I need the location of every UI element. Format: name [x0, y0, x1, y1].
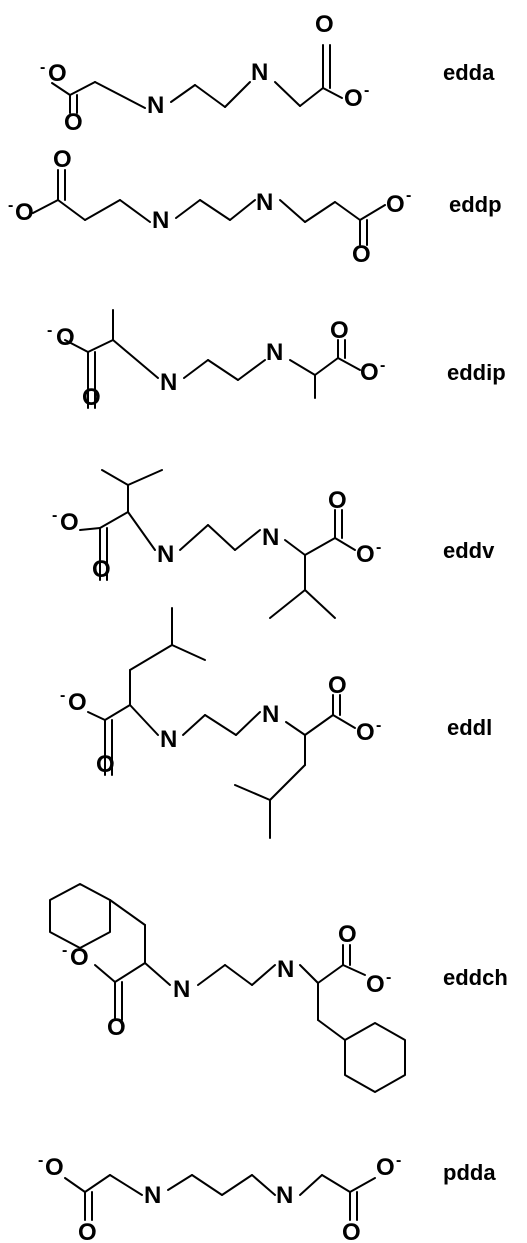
nitrogen-atom: N	[152, 207, 169, 234]
oxygen-atom: O	[366, 971, 385, 998]
oxygen-atom: O	[107, 1014, 126, 1041]
nitrogen-atom: N	[277, 956, 294, 983]
oxygen-atom: O	[53, 146, 72, 173]
oxygen-atom: O	[70, 944, 89, 971]
structure-eddl: - O O N N O O - eddl	[60, 607, 492, 839]
oxygen-atom: O	[78, 1219, 97, 1243]
charge-sign: -	[376, 539, 381, 556]
oxygen-atom: O	[64, 109, 83, 136]
structure-eddp: - O O N N O - O eddp	[8, 146, 502, 268]
charge-sign: -	[40, 59, 45, 76]
nitrogen-atom: N	[160, 726, 177, 753]
charge-sign: -	[47, 322, 52, 339]
charge-sign: -	[52, 507, 57, 524]
nitrogen-atom: N	[262, 701, 279, 728]
structure-pdda: - O O N N O - O pdda	[38, 1152, 496, 1243]
oxygen-atom: O	[60, 509, 79, 536]
bonds	[87, 607, 356, 839]
structure-edda: - O O N N O O - edda	[40, 11, 495, 136]
oxygen-atom: O	[330, 317, 349, 344]
charge-sign: -	[406, 187, 411, 204]
compound-label: eddch	[443, 965, 508, 990]
oxygen-atom: O	[356, 541, 375, 568]
oxygen-atom: O	[342, 1219, 361, 1243]
oxygen-atom: O	[352, 241, 371, 268]
nitrogen-atom: N	[276, 1182, 293, 1209]
nitrogen-atom: N	[251, 59, 268, 86]
compound-label: eddp	[449, 192, 502, 217]
oxygen-atom: O	[315, 11, 334, 38]
charge-sign: -	[396, 1152, 401, 1169]
oxygen-atom: O	[48, 60, 67, 87]
compound-label: pdda	[443, 1160, 496, 1185]
nitrogen-atom: N	[173, 976, 190, 1003]
nitrogen-atom: N	[144, 1182, 161, 1209]
compound-label: eddv	[443, 538, 495, 563]
structure-eddv: - O O N N O O - eddv	[52, 469, 495, 619]
structure-eddip: - O O N N O O - eddip	[47, 309, 506, 411]
bonds	[79, 469, 356, 619]
oxygen-atom: O	[328, 672, 347, 699]
compound-label: eddip	[447, 360, 506, 385]
nitrogen-atom: N	[147, 92, 164, 119]
oxygen-atom: O	[386, 191, 405, 218]
charge-sign: -	[60, 687, 65, 704]
charge-sign: -	[376, 717, 381, 734]
bonds	[51, 44, 343, 114]
structure-eddch: - O O N N O O - eddch	[49, 883, 508, 1093]
charge-sign: -	[8, 197, 13, 214]
oxygen-atom: O	[376, 1154, 395, 1181]
cyclohexane-ring	[344, 1022, 406, 1093]
charge-sign: -	[386, 969, 391, 986]
nitrogen-atom: N	[266, 339, 283, 366]
oxygen-atom: O	[356, 719, 375, 746]
oxygen-atom: O	[96, 751, 115, 778]
charge-sign: -	[38, 1152, 43, 1169]
bonds	[64, 1174, 376, 1221]
oxygen-atom: O	[15, 199, 34, 226]
oxygen-atom: O	[328, 487, 347, 514]
charge-sign: -	[364, 82, 369, 99]
cyclohexane-ring	[49, 883, 111, 949]
oxygen-atom: O	[92, 556, 111, 583]
bonds	[64, 309, 361, 409]
oxygen-atom: O	[360, 359, 379, 386]
oxygen-atom: O	[56, 324, 75, 351]
oxygen-atom: O	[82, 384, 101, 411]
charge-sign: -	[380, 357, 385, 374]
nitrogen-atom: N	[160, 369, 177, 396]
nitrogen-atom: N	[157, 541, 174, 568]
oxygen-atom: O	[344, 85, 363, 112]
oxygen-atom: O	[338, 921, 357, 948]
oxygen-atom: O	[68, 689, 87, 716]
bonds	[49, 883, 406, 1093]
bonds	[32, 169, 386, 246]
nitrogen-atom: N	[262, 524, 279, 551]
charge-sign: -	[62, 942, 67, 959]
compound-label: eddl	[447, 715, 492, 740]
oxygen-atom: O	[45, 1154, 64, 1181]
nitrogen-atom: N	[256, 189, 273, 216]
compound-label: edda	[443, 60, 495, 85]
